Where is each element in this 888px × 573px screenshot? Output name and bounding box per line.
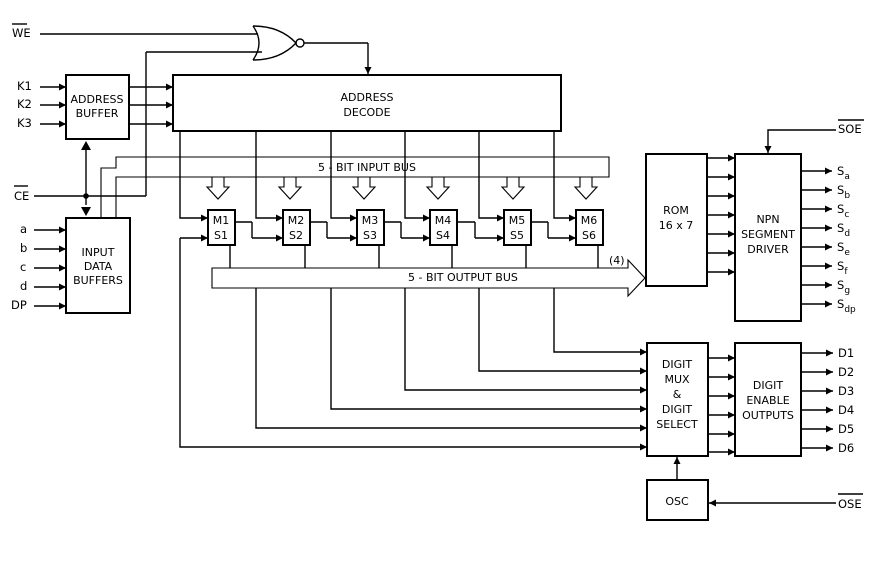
- soe-signal: SOE: [764, 119, 864, 153]
- rom-to-driver-lines: [707, 154, 735, 276]
- input-bus-label: 5 - BIT INPUT BUS: [318, 161, 416, 174]
- k2-label: K2: [17, 97, 32, 111]
- svg-text:SELECT: SELECT: [656, 418, 698, 431]
- input-dp-label: DP: [11, 298, 27, 312]
- d6-label: D6: [838, 441, 854, 455]
- output-bus-label: 5 - BIT OUTPUT BUS: [408, 271, 518, 284]
- svg-text:ENABLE: ENABLE: [746, 394, 789, 407]
- svg-text:M4: M4: [435, 214, 452, 227]
- nor-gate: [252, 25, 372, 74]
- svg-text:ROM: ROM: [663, 204, 689, 217]
- input-a-label: a: [20, 222, 27, 236]
- svg-text:BUFFER: BUFFER: [76, 107, 119, 120]
- memory-cell-6: M6 S6: [575, 209, 604, 246]
- svg-text:M6: M6: [581, 214, 598, 227]
- cell-output-taps: [229, 245, 599, 268]
- svg-text:16 x 7: 16 x 7: [659, 219, 694, 232]
- svg-text:INPUT: INPUT: [82, 246, 115, 259]
- seg-b-label: Sb: [837, 183, 850, 201]
- ose-signal: OSE: [709, 493, 863, 511]
- svg-text:M2: M2: [288, 214, 305, 227]
- memory-cell-1: M1 S1: [207, 209, 236, 246]
- svg-text:M3: M3: [362, 214, 379, 227]
- input-bus: 5 - BIT INPUT BUS: [100, 156, 610, 218]
- d1-label: D1: [838, 346, 854, 360]
- cell-chain: [180, 221, 576, 242]
- seg-dp-label: Sdp: [837, 297, 856, 315]
- soe-label: SOE: [838, 122, 862, 136]
- memory-cell-4: M4 S4: [429, 209, 458, 246]
- segment-outputs: Sa Sb Sc Sd Se Sf Sg Sdp: [801, 164, 856, 315]
- memory-cells: M1 S1 M2 S2 M3 S3 M4 S4 M5 S5 M6 S6: [207, 209, 604, 246]
- seg-f-label: Sf: [837, 259, 848, 277]
- digit-select-lines: [179, 238, 647, 451]
- we-label: WE: [12, 26, 31, 40]
- svg-text:S1: S1: [214, 229, 228, 242]
- svg-text:DIGIT: DIGIT: [753, 379, 783, 392]
- svg-text:DATA: DATA: [84, 260, 113, 273]
- svg-text:NPN: NPN: [756, 213, 779, 226]
- d5-label: D5: [838, 422, 854, 436]
- svg-text:DRIVER: DRIVER: [747, 243, 789, 256]
- address-buffer-block: ADDRESS BUFFER: [65, 74, 130, 140]
- svg-text:S2: S2: [289, 229, 303, 242]
- k3-label: K3: [17, 116, 32, 130]
- digit-mux-block: DIGIT MUX & DIGIT SELECT: [646, 342, 709, 457]
- ose-label: OSE: [838, 497, 862, 511]
- input-b-label: b: [20, 241, 27, 255]
- mux-to-enable-lines: [708, 354, 735, 456]
- seg-g-label: Sg: [837, 278, 850, 296]
- svg-text:M1: M1: [213, 214, 230, 227]
- memory-cell-3: M3 S3: [356, 209, 385, 246]
- rom-block: ROM 16 x 7: [645, 153, 708, 287]
- svg-text:S3: S3: [363, 229, 377, 242]
- d2-label: D2: [838, 365, 854, 379]
- rom-width-label: (4): [609, 254, 625, 267]
- svg-text:OSC: OSC: [665, 495, 689, 508]
- svg-text:ADDRESS: ADDRESS: [340, 91, 393, 104]
- svg-text:ADDRESS: ADDRESS: [70, 93, 123, 106]
- d3-label: D3: [838, 384, 854, 398]
- k1-label: K1: [17, 79, 32, 93]
- svg-text:S6: S6: [582, 229, 596, 242]
- svg-text:&: &: [673, 388, 682, 401]
- svg-text:S5: S5: [510, 229, 524, 242]
- seg-a-label: Sa: [837, 164, 850, 182]
- svg-text:SEGMENT: SEGMENT: [741, 228, 795, 241]
- memory-cell-2: M2 S2: [282, 209, 311, 246]
- svg-text:DIGIT: DIGIT: [662, 403, 692, 416]
- address-decode-block: ADDRESS DECODE: [172, 74, 562, 132]
- data-inputs: a b c d DP: [11, 222, 66, 312]
- seg-e-label: Se: [837, 240, 850, 258]
- seg-c-label: Sc: [837, 202, 849, 220]
- npn-segment-driver-block: NPN SEGMENT DRIVER: [734, 153, 802, 322]
- svg-text:S4: S4: [436, 229, 450, 242]
- seg-d-label: Sd: [837, 221, 850, 239]
- svg-text:MUX: MUX: [664, 373, 690, 386]
- digit-outputs: D1 D2 D3 D4 D5 D6: [801, 346, 854, 455]
- output-bus: 5 - BIT OUTPUT BUS (4): [211, 254, 646, 298]
- d4-label: D4: [838, 403, 854, 417]
- input-c-label: c: [20, 260, 26, 274]
- digit-enable-block: DIGIT ENABLE OUTPUTS: [734, 342, 802, 457]
- memory-cell-5: M5 S5: [503, 209, 532, 246]
- svg-text:M5: M5: [509, 214, 526, 227]
- k-inputs: K1 K2 K3: [17, 79, 66, 130]
- ce-label: CE: [14, 189, 29, 203]
- svg-text:OUTPUTS: OUTPUTS: [742, 409, 794, 422]
- input-d-label: d: [20, 279, 27, 293]
- svg-text:BUFFERS: BUFFERS: [73, 274, 123, 287]
- osc-block: OSC: [646, 457, 709, 521]
- select-lines: [179, 131, 576, 222]
- svg-text:DIGIT: DIGIT: [662, 358, 692, 371]
- input-data-buffers-block: INPUT DATA BUFFERS: [65, 217, 131, 314]
- svg-text:DECODE: DECODE: [343, 106, 390, 119]
- we-signal: WE: [12, 23, 258, 40]
